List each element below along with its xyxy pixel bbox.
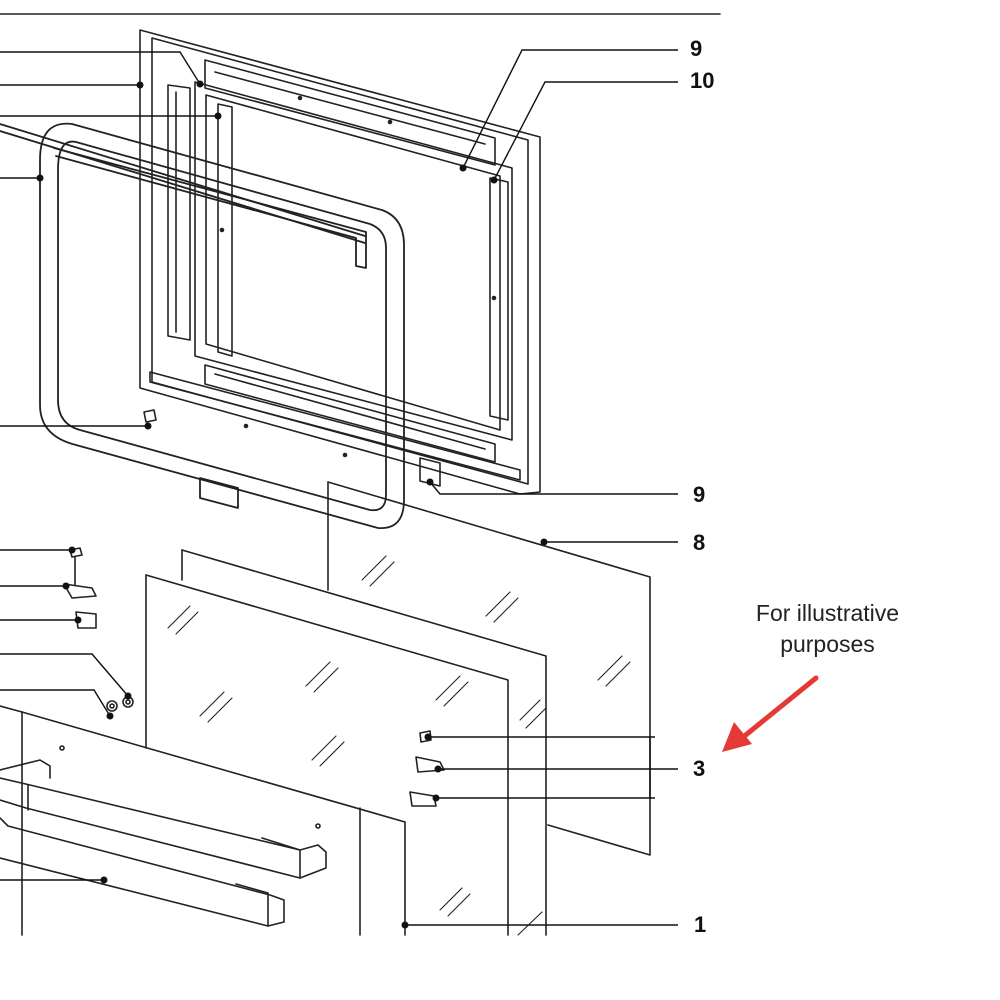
inner-door-frame (139, 29, 541, 495)
glass-panel-front (145, 574, 509, 936)
glass-reflections (167, 555, 631, 936)
glass-panel-middle (181, 549, 547, 936)
callout-9-top: 9 (690, 36, 703, 61)
callout-8: 8 (693, 530, 706, 555)
leader-dots-left (36, 80, 222, 884)
front-trim-frame (0, 122, 405, 529)
illustrative-note: For illustrative purposes (755, 600, 900, 657)
outer-door-panel (0, 705, 406, 936)
leader-lines-right (405, 49, 678, 926)
leader-lines-left (0, 51, 218, 881)
callout-1: 1 (694, 912, 707, 937)
glass-panel-rear (327, 481, 651, 856)
callout-3: 3 (693, 756, 706, 781)
callout-10: 10 (690, 68, 715, 93)
red-arrow-icon (722, 675, 819, 752)
leader-dots-right (401, 164, 548, 929)
left-hardware (63, 409, 157, 712)
callout-9-bottom: 9 (693, 482, 706, 507)
right-hardware-3 (409, 730, 445, 807)
